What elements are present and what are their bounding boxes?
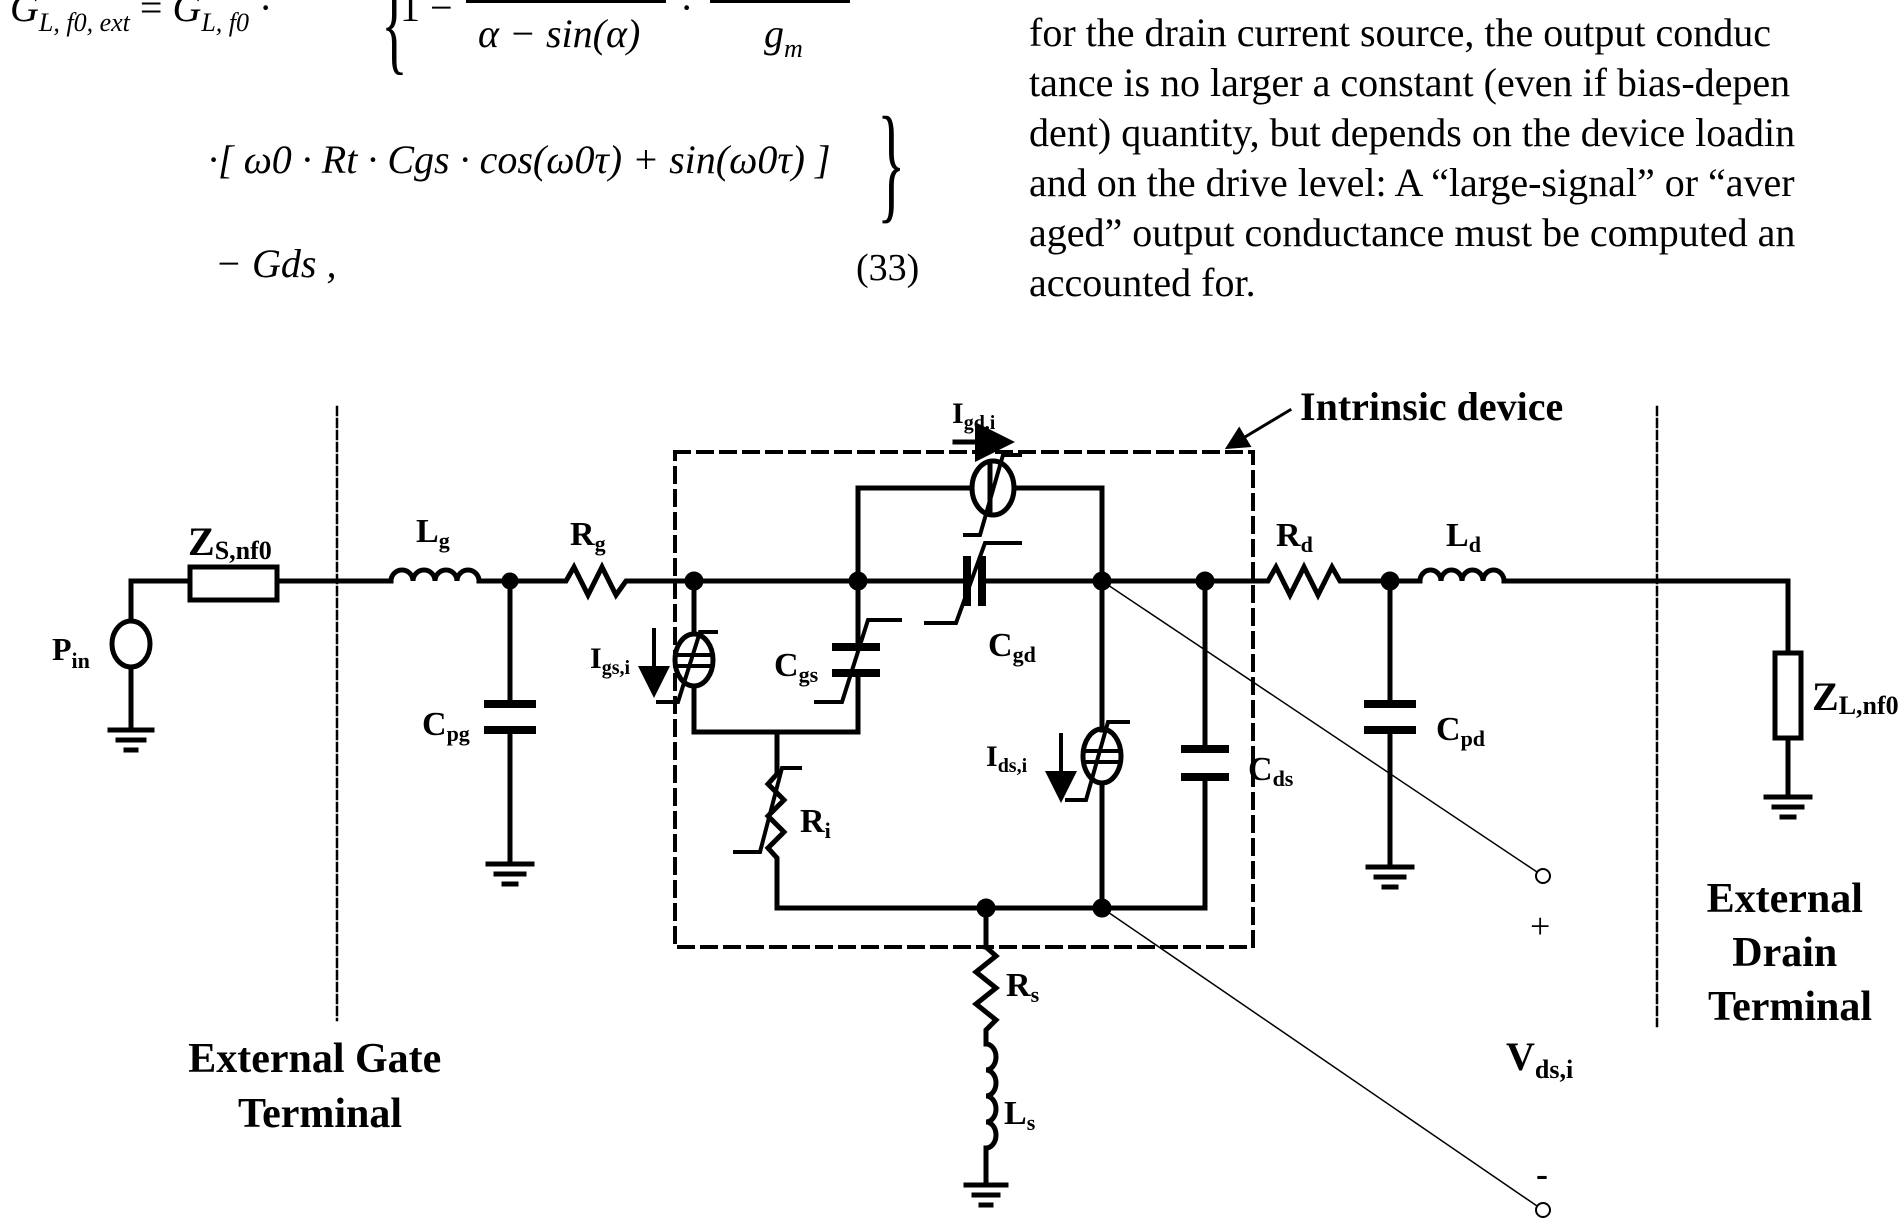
label-cpg: Cpg: [422, 706, 470, 746]
label-cds: Cds: [1248, 751, 1294, 791]
label-igd: Igd,i: [952, 397, 996, 434]
rs-resistor-icon: [971, 943, 1001, 1047]
ground-icon: [1763, 794, 1813, 820]
eq-rhs-factor: G: [172, 0, 202, 30]
vds-terminal-minus: [1535, 1202, 1551, 1218]
vds-terminal-plus: [1535, 868, 1551, 884]
equation-line-3: − Gds ,: [215, 241, 337, 286]
vds-minus-sign: -: [1536, 1154, 1548, 1194]
ld-inductor-icon: [1417, 567, 1507, 584]
vds-probe-line-plus: [1100, 579, 1539, 874]
pin-source-icon: [109, 618, 153, 670]
gate-terminal-label: External Gate Terminal: [188, 1036, 452, 1137]
drain-terminal-label: External Drain Terminal: [1707, 876, 1874, 1030]
eq-dot-2: ·: [680, 0, 694, 30]
rg-resistor-icon: [555, 561, 697, 601]
cgd-varactor-slash: [924, 541, 1022, 625]
label-igs: Igs,i: [590, 642, 630, 679]
label-zl: ZL,nf0: [1812, 674, 1899, 720]
wire: [1011, 485, 1105, 584]
wire: [855, 485, 975, 584]
label-zs: ZS,nf0: [188, 519, 272, 565]
paragraph-line: for the drain current source, the output…: [1029, 10, 1771, 55]
ground-icon: [107, 727, 155, 753]
label-lg: Lg: [416, 513, 450, 553]
eq-brace-open: {: [381, 0, 408, 84]
eq-rhs-factor-subscript: L, f0: [201, 8, 250, 37]
equation-number: (33): [856, 247, 920, 289]
label-ri: Ri: [800, 803, 831, 843]
paragraph-line: dent) quantity, but depends on the devic…: [1029, 110, 1796, 155]
igs-nonlinear-slash: [656, 630, 718, 704]
label-rd: Rd: [1276, 517, 1313, 557]
ri-resistor-icon: [764, 770, 788, 911]
paragraph-line: aged” output conductance must be compute…: [1029, 210, 1796, 255]
vds-probe-line-minus: [1100, 906, 1539, 1208]
label-ls: Ls: [1004, 1095, 1036, 1135]
label-cpd: Cpd: [1436, 711, 1485, 751]
eq-frac2-denominator: gm: [764, 11, 803, 63]
paragraph-line: accounted for.: [1029, 260, 1256, 305]
ground-icon: [485, 861, 535, 887]
intrinsic-device-label: Intrinsic device: [1300, 384, 1563, 429]
eq-dot: ·: [259, 0, 273, 30]
label-vds: Vds,i: [1506, 1034, 1573, 1084]
label-rs: Rs: [1006, 967, 1040, 1007]
label-ld: Ld: [1446, 517, 1481, 557]
paragraph-line: tance is no larger a constant (even if b…: [1029, 60, 1791, 105]
paragraph-line: and on the drive level: A “large-signal”…: [1029, 160, 1795, 205]
label-cgs: Cgs: [774, 647, 819, 687]
eq-fraction-bar-1: [466, 0, 666, 3]
zl-impedance-box: [1772, 650, 1804, 741]
equation-line-1: GL, f0, ext = GL, f0 ·: [10, 0, 272, 38]
intrinsic-device-box: [673, 450, 1255, 949]
ground-icon: [963, 1182, 1009, 1208]
wire: [128, 578, 191, 624]
vds-plus-sign: +: [1530, 906, 1550, 946]
eq-equals: =: [139, 0, 173, 30]
ri-nonlinear-slash: [733, 766, 802, 854]
label-rg: Rg: [570, 516, 606, 556]
label-cgd: Cgd: [988, 627, 1036, 667]
ls-inductor-icon: [983, 1041, 999, 1151]
igs-current-source-icon: [672, 631, 716, 689]
eq-lhs-subscript: L, f0, ext: [38, 8, 130, 37]
rd-resistor-icon: [1259, 561, 1423, 601]
zs-impedance-box: [187, 564, 280, 603]
lg-inductor-icon: [388, 567, 482, 584]
wire: [1501, 578, 1791, 656]
eq-fraction-bar-2: [710, 0, 850, 3]
intrinsic-device-arrow-icon: [1224, 407, 1293, 450]
wire: [774, 776, 1208, 911]
label-pin: Pin: [52, 631, 90, 673]
cgs-varactor-slash: [814, 618, 902, 704]
equation-line-2: ·[ ω0 · Rt · Cgs · cos(ω0τ) + sin(ω0τ) ]: [208, 137, 831, 182]
body-paragraph: for the drain current source, the output…: [1029, 8, 1903, 308]
ground-icon: [1365, 864, 1415, 890]
eq-frac1-denominator: α − sin(α): [478, 11, 641, 56]
eq-brace-one: 1 −: [400, 0, 453, 30]
eq-lhs-symbol: G: [10, 0, 39, 30]
eq-brace-close: }: [877, 91, 906, 235]
label-ids: Ids,i: [986, 740, 1028, 777]
